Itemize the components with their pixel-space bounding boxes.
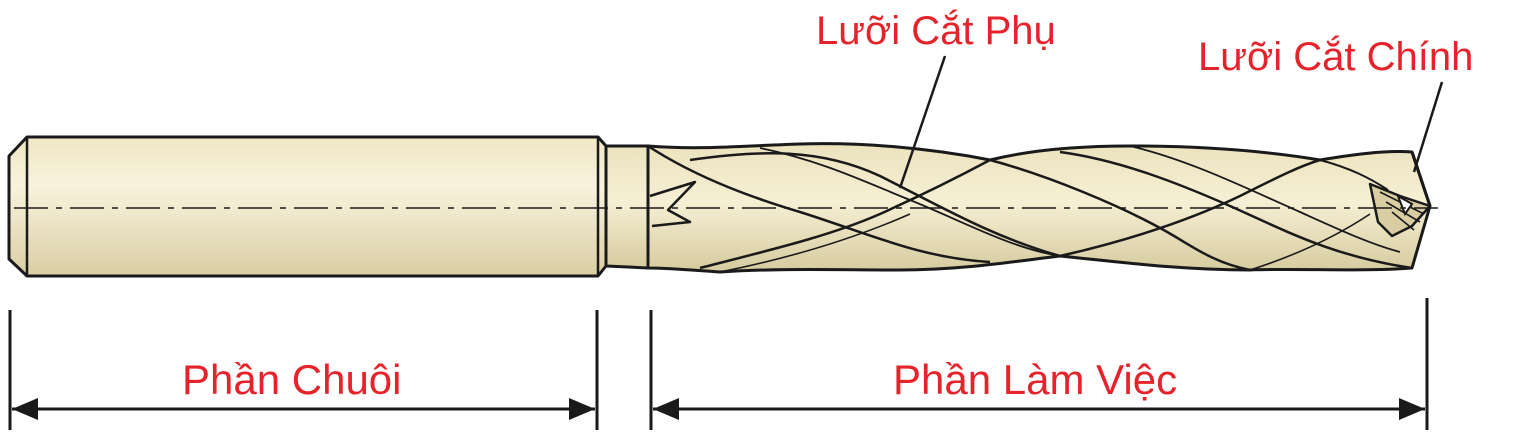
drill-shank [7,135,608,278]
label-main-cutting-edge: Lưỡi Cắt Chính [1198,34,1473,79]
label-shank-section: Phần Chuôi [182,356,402,403]
dimension-working-part [649,298,1429,430]
label-secondary-cutting-edge: Lưỡi Cắt Phụ [816,8,1056,53]
drill-point [1368,151,1432,238]
leader-line-secondary-edge [898,55,947,189]
leader-line-main-edge [1412,81,1444,173]
label-working-section: Phần Làm Việc [893,356,1177,403]
dimension-shank [8,310,599,430]
